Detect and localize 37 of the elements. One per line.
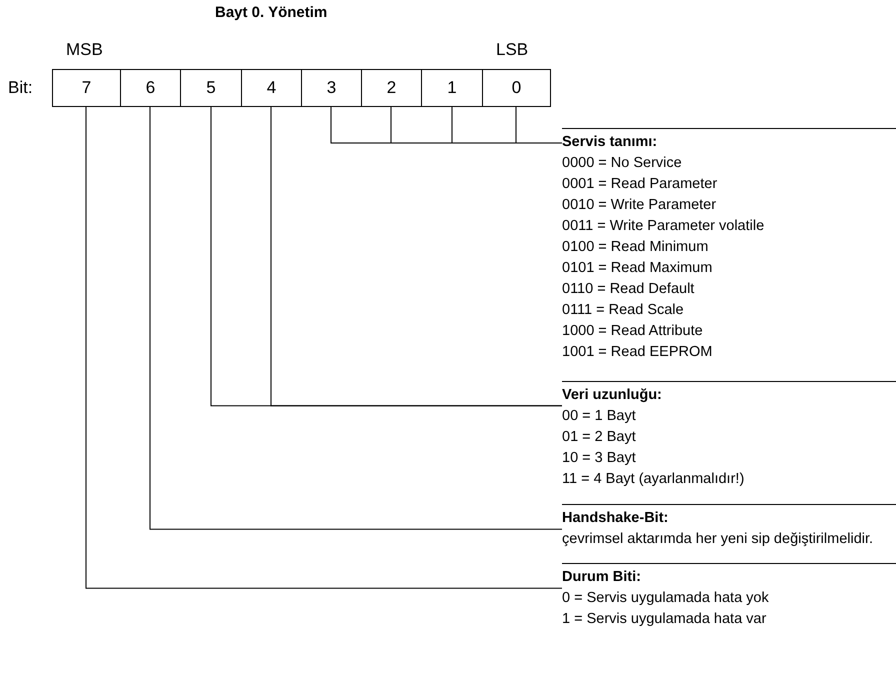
field-heading: Servis tanımı: — [562, 133, 658, 152]
leader-line — [270, 106, 562, 406]
value-line: 0110 = Read Default — [562, 280, 696, 299]
value-line: 0100 = Read Minimum — [562, 238, 710, 257]
bit-order-label: MSB — [66, 40, 103, 60]
diagram-title: Bayt 0. Yönetim — [215, 4, 328, 21]
leader-line — [516, 106, 562, 144]
bit-cell: 7 — [52, 69, 121, 107]
value-line: 10 = 3 Bayt — [562, 448, 637, 468]
bit-cell: 6 — [120, 69, 181, 107]
value-line: 0 = Servis uygulamada hata yok — [562, 589, 770, 608]
row-label: Bit: — [8, 78, 33, 98]
leader-line — [86, 106, 562, 589]
bit-cell: 5 — [180, 69, 242, 107]
value-line: 0010 = Write Parameter — [562, 196, 718, 215]
value-line: 0111 = Read Scale — [562, 301, 685, 320]
field-heading: Veri uzunluğu: — [562, 386, 663, 404]
value-line: 1000 = Read Attribute — [562, 322, 704, 341]
value-line: 1 = Servis uygulamada hata var — [562, 610, 768, 629]
value-line: 01 = 2 Bayt — [562, 428, 637, 446]
field-heading: Durum Biti: — [562, 568, 642, 587]
value-line: çevrimsel aktarımda her yeni sip değiştirilmelidir. — [562, 530, 874, 549]
field-heading: Handshake-Bit: — [562, 509, 670, 528]
bit-cell: 4 — [241, 69, 302, 107]
leader-line — [150, 106, 562, 530]
value-line: 00 = 1 Bayt — [562, 406, 637, 426]
value-line: 0000 = No Service — [562, 154, 683, 173]
value-line: 0101 = Read Maximum — [562, 259, 714, 278]
bit-cell: 3 — [301, 69, 362, 107]
value-line: 11 = 4 Bayt (ayarlanmalıdır!) — [562, 470, 746, 488]
value-line: 0011 = Write Parameter volatile — [562, 217, 766, 236]
value-line: 0001 = Read Parameter — [562, 175, 718, 194]
bit-order-label: LSB — [496, 40, 528, 60]
bit-cell: 0 — [482, 69, 551, 107]
bit-cell: 1 — [421, 69, 483, 107]
bit-cell: 2 — [361, 69, 422, 107]
value-line: 1001 = Read EEPROM — [562, 343, 714, 362]
